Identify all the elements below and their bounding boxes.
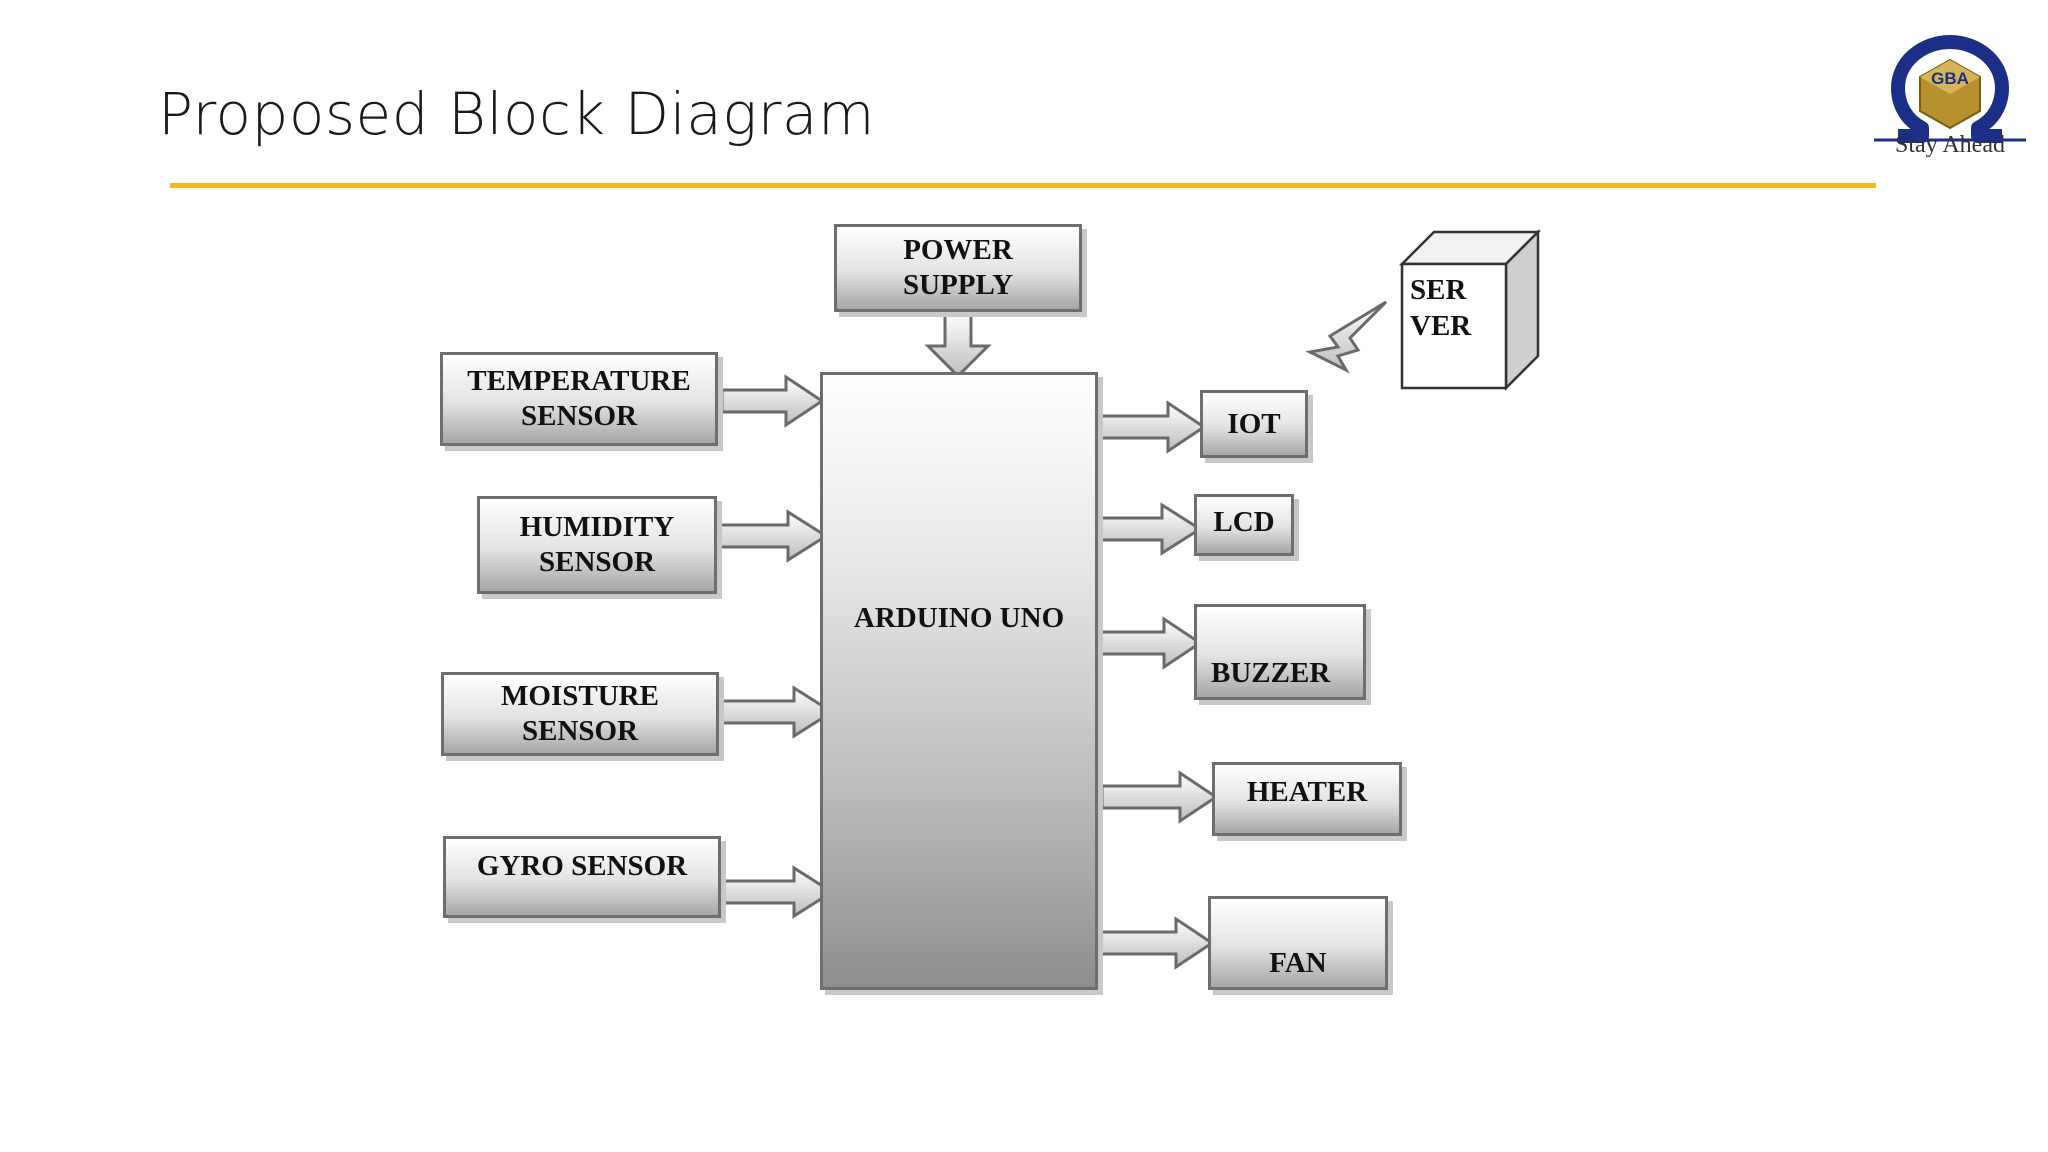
lightning-bolt-icon [1305, 300, 1388, 374]
iot-block: IOT [1200, 390, 1308, 458]
logo-monogram: GBA [1931, 69, 1969, 88]
arrow-mcu-to-lcd [1098, 502, 1203, 556]
arrow-power-to-mcu [924, 310, 992, 379]
arrow-moisture-to-mcu [720, 685, 835, 739]
server-cube-icon [1398, 228, 1542, 392]
heater-block: HEATER [1212, 762, 1402, 836]
arrow-temperature-to-mcu [720, 374, 825, 428]
lcd-block: LCD [1194, 494, 1294, 556]
fan-block: FAN [1208, 896, 1388, 990]
arrow-mcu-to-iot [1098, 400, 1207, 454]
omega-logo-icon: GBA [1874, 35, 2026, 143]
arrow-humidity-to-mcu [718, 509, 829, 563]
moisture-sensor-block: MOISTURE SENSOR [441, 672, 719, 756]
title-underline [170, 183, 1876, 188]
gyro-sensor-block: GYRO SENSOR [443, 836, 721, 918]
temperature-sensor-block: TEMPERATURE SENSOR [440, 352, 718, 446]
humidity-sensor-block: HUMIDITY SENSOR [477, 496, 717, 594]
arrow-mcu-to-fan [1098, 916, 1215, 970]
slide-title: Proposed Block Diagram [158, 80, 875, 148]
arrow-mcu-to-heater [1100, 770, 1219, 824]
arduino-uno-block: ARDUINO UNO [820, 372, 1098, 990]
logo-tagline: Stay Ahead [1895, 132, 2005, 158]
server-label: SER VER [1410, 274, 1472, 343]
arrow-gyro-to-mcu [722, 865, 835, 919]
buzzer-block: BUZZER [1194, 604, 1366, 700]
arrow-mcu-to-buzzer [1098, 616, 1203, 670]
power-supply-block: POWER SUPPLY [834, 224, 1082, 312]
